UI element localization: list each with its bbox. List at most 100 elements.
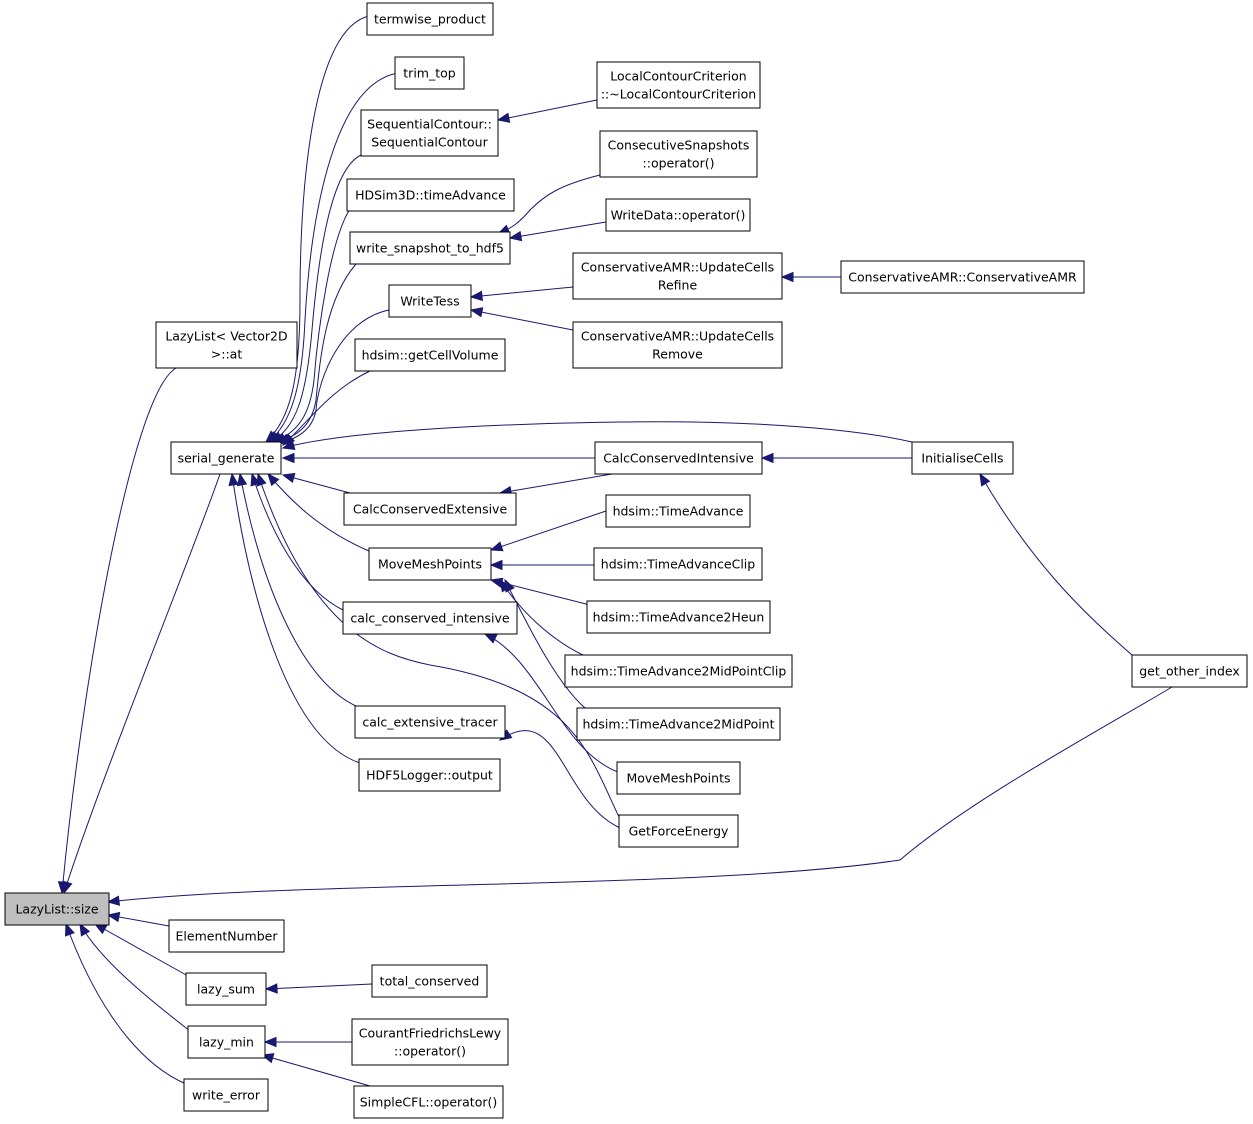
function-node-we[interactable]: write_error — [183, 1078, 269, 1112]
node-label: ConservativeAMR::ConservativeAMR — [848, 270, 1077, 285]
function-node-ic[interactable]: InitialiseCells — [911, 441, 1014, 475]
call-edge-en — [106, 911, 170, 927]
node-label: Remove — [652, 347, 703, 362]
call-edge-line — [282, 370, 371, 446]
call-edge-wdo — [508, 221, 607, 242]
function-node-size[interactable]: LazyList::size — [4, 892, 110, 926]
function-node-h5l[interactable]: HDF5Logger::output — [358, 758, 501, 792]
node-label: CalcConservedIntensive — [603, 451, 754, 466]
function-node-sc[interactable]: SequentialContour::SequentialContour — [360, 109, 499, 157]
call-edge-mmp2 — [483, 633, 619, 773]
arrowhead — [780, 271, 794, 283]
function-node-mmp2[interactable]: MoveMeshPoints — [616, 761, 741, 795]
node-box — [594, 441, 763, 475]
call-edge-ic — [281, 421, 913, 450]
node-label: >::at — [211, 347, 243, 362]
function-node-lmin[interactable]: lazy_min — [187, 1025, 266, 1059]
function-node-scfl[interactable]: SimpleCFL::operator() — [353, 1085, 504, 1119]
node-label: GetForceEnergy — [629, 824, 729, 839]
function-node-hta2m[interactable]: hdsim::TimeAdvance2MidPoint — [576, 707, 781, 741]
arrowhead — [496, 112, 511, 123]
node-label: serial_generate — [178, 451, 275, 466]
node-box — [346, 178, 515, 212]
arrowhead — [281, 439, 296, 450]
call-edge-line — [265, 983, 373, 990]
node-label: HDSim3D::timeAdvance — [355, 188, 506, 203]
function-node-hta[interactable]: hdsim::TimeAdvance — [605, 494, 751, 528]
function-node-hta2mc[interactable]: hdsim::TimeAdvance2MidPointClip — [564, 654, 793, 688]
call-edge-line — [282, 474, 351, 494]
call-edge-tp — [265, 15, 370, 443]
function-node-hd3[interactable]: HDSim3D::timeAdvance — [346, 178, 515, 212]
node-label: calc_conserved_intensive — [350, 611, 509, 626]
call-edge-amrm — [469, 307, 574, 331]
node-label: write_snapshot_to_hdf5 — [356, 241, 504, 256]
function-node-gcv[interactable]: hdsim::getCellVolume — [354, 338, 506, 372]
arrowhead — [282, 433, 296, 446]
arrowhead — [469, 307, 484, 318]
call-edge-line — [79, 923, 191, 1032]
node-box — [168, 919, 285, 953]
node-label: ElementNumber — [176, 929, 279, 944]
function-node-wt[interactable]: WriteTess — [388, 284, 472, 318]
function-node-sg[interactable]: serial_generate — [170, 441, 282, 475]
node-label: lazy_min — [199, 1035, 254, 1050]
node-label: CourantFriedrichsLewy — [359, 1026, 502, 1041]
function-node-htac[interactable]: hdsim::TimeAdvanceClip — [593, 547, 763, 581]
arrowhead — [106, 895, 121, 906]
node-label: hdsim::TimeAdvance2Heun — [593, 610, 765, 625]
function-node-cci[interactable]: calc_conserved_intensive — [342, 601, 518, 635]
function-node-at[interactable]: LazyList< Vector2D>::at — [155, 321, 298, 369]
node-label: WriteData::operator() — [611, 208, 746, 223]
node-box — [349, 231, 511, 265]
node-label: ::operator() — [643, 156, 715, 171]
node-box — [343, 492, 517, 526]
call-edge-line — [279, 309, 390, 444]
node-label: total_conserved — [380, 974, 480, 989]
function-node-hta2h[interactable]: hdsim::TimeAdvance2Heun — [586, 600, 771, 634]
call-edge-line — [61, 367, 177, 894]
function-node-cso[interactable]: ConsecutiveSnapshots::operator() — [599, 130, 758, 178]
function-node-cfl[interactable]: CourantFriedrichsLewy::operator() — [351, 1018, 509, 1066]
call-edge-line — [499, 730, 621, 829]
function-node-mmp[interactable]: MoveMeshPoints — [368, 547, 492, 581]
call-edge-amrr — [469, 286, 574, 302]
function-node-tp[interactable]: termwise_product — [366, 2, 494, 36]
function-node-goi[interactable]: get_other_index — [1131, 654, 1248, 688]
function-node-tt[interactable]: trim_top — [394, 56, 465, 90]
node-label: InitialiseCells — [921, 451, 1003, 466]
node-label: hdsim::getCellVolume — [362, 348, 499, 363]
function-node-lsum[interactable]: lazy_sum — [185, 972, 267, 1006]
function-node-gfe[interactable]: GetForceEnergy — [618, 814, 739, 848]
node-box — [170, 441, 282, 475]
node-label: LazyList::size — [15, 902, 98, 917]
node-box — [586, 600, 771, 634]
node-box — [840, 260, 1085, 294]
arrowhead — [256, 472, 267, 487]
call-edge-line — [497, 174, 601, 235]
function-node-ccI[interactable]: CalcConservedIntensive — [594, 441, 763, 475]
function-node-wsh[interactable]: write_snapshot_to_hdf5 — [349, 231, 511, 265]
function-node-tc[interactable]: total_conserved — [371, 964, 488, 998]
node-label: calc_extensive_tracer — [362, 715, 498, 730]
arrowhead — [106, 911, 121, 923]
arrowhead — [979, 472, 991, 487]
function-node-cce[interactable]: CalcConservedExtensive — [343, 492, 517, 526]
node-box — [576, 707, 781, 741]
function-node-wdo[interactable]: WriteData::operator() — [605, 198, 751, 232]
call-edge-line — [265, 15, 370, 443]
function-node-amrc[interactable]: ConservativeAMR::ConservativeAMR — [840, 260, 1085, 294]
edge-layer — [57, 15, 1173, 1091]
function-node-en[interactable]: ElementNumber — [168, 919, 285, 953]
function-node-lcc[interactable]: LocalContourCriterion::~LocalContourCrit… — [596, 61, 761, 109]
arrowhead — [264, 983, 278, 994]
node-label: CalcConservedExtensive — [353, 502, 508, 517]
node-label: SequentialContour — [371, 135, 488, 150]
call-edge-lmin — [79, 922, 191, 1032]
node-box — [368, 547, 492, 581]
call-edge-h5l — [228, 472, 361, 764]
function-node-cet[interactable]: calc_extensive_tracer — [354, 705, 506, 739]
